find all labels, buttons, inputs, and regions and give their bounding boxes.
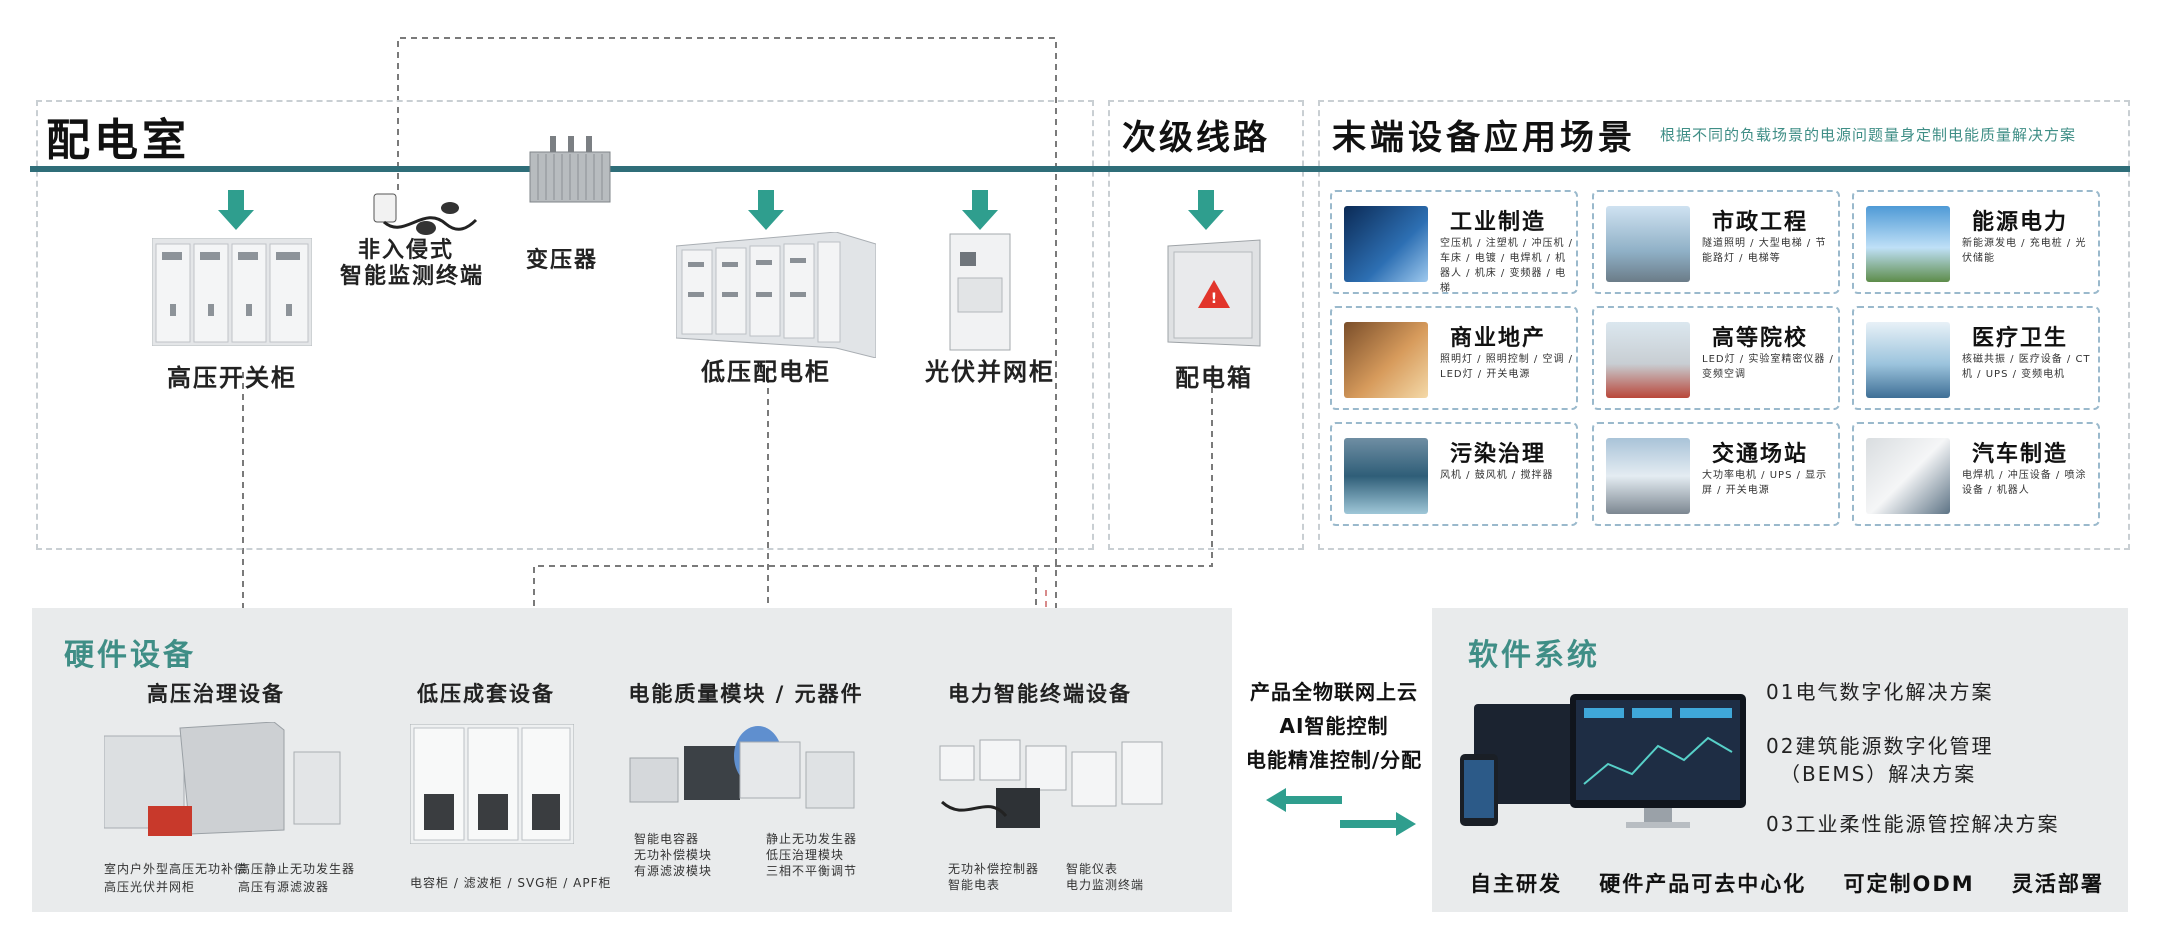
lv-cabinet-image xyxy=(676,232,876,358)
scene-card-energy: 能源电力 新能源发电 / 充电桩 / 光伏储能 xyxy=(1852,190,2100,294)
scene-title: 交通场站 xyxy=(1712,442,1809,467)
scene-thumb xyxy=(1344,438,1428,514)
line-dist-box xyxy=(533,376,1213,620)
secondary-line-title: 次级线路 xyxy=(1122,118,1270,158)
scene-desc: 空压机 / 注塑机 / 冲压机 / 车床 / 电镀 / 电焊机 / 机器人 / … xyxy=(1440,238,1574,294)
hardware-note: 智能电表 xyxy=(948,878,1001,892)
hardware-note: 室内户外型高压无功补偿 xyxy=(104,862,248,876)
down-arrow-icon xyxy=(748,190,784,230)
hv-equipment-image xyxy=(104,722,341,836)
scene-title: 能源电力 xyxy=(1972,210,2069,235)
software-title: 软件系统 xyxy=(1468,638,1600,673)
hardware-note: 静止无功发生器 xyxy=(766,832,858,846)
scene-title: 高等院校 xyxy=(1712,326,1809,351)
scene-desc: 照明灯 / 照明控制 / 空调 / LED灯 / 开关电源 xyxy=(1440,354,1574,380)
monitor-terminal-label-1: 非入侵式 xyxy=(357,238,455,263)
scene-card-pollution: 污染治理 风机 / 鼓风机 / 搅拌器 xyxy=(1330,422,1578,526)
scene-thumb xyxy=(1866,322,1950,398)
monitor-terminal-label-2: 智能监测终端 xyxy=(339,264,485,289)
software-item: 02建筑能源数字化管理 xyxy=(1766,734,1994,758)
down-arrow-icon xyxy=(218,190,254,230)
distribution-room-frame xyxy=(36,100,1094,550)
svg-text:!: ! xyxy=(1211,291,1217,307)
scene-desc: 隧道照明 / 大型电梯 / 节能路灯 / 电梯等 xyxy=(1702,238,1827,264)
main-bus-line xyxy=(30,166,2130,172)
pv-cabinet-image xyxy=(949,233,1011,351)
secondary-line-frame xyxy=(1108,100,1304,550)
scene-thumb xyxy=(1606,206,1690,282)
software-item: 03工业柔性能源管控解决方案 xyxy=(1766,812,2060,836)
dist-box-label: 配电箱 xyxy=(1175,364,1253,392)
hardware-group-title: 低压成套设备 xyxy=(417,682,555,706)
hardware-note: 高压光伏并网柜 xyxy=(104,880,196,894)
hardware-note: 无功补偿模块 xyxy=(634,848,713,862)
hardware-note: 高压有源滤波器 xyxy=(238,880,330,894)
end-scenes-title: 末端设备应用场景 xyxy=(1332,118,1636,158)
scene-desc: LED灯 / 实验室精密仪器 / 变频空调 xyxy=(1702,354,1834,380)
scene-desc: 电焊机 / 冲压设备 / 喷涂设备 / 机器人 xyxy=(1962,470,2087,496)
scene-card-automotive: 汽车制造 电焊机 / 冲压设备 / 喷涂设备 / 机器人 xyxy=(1852,422,2100,526)
scene-thumb xyxy=(1606,322,1690,398)
transformer-label: 变压器 xyxy=(525,248,599,273)
hardware-note: 高压静止无功发生器 xyxy=(238,862,356,876)
software-item: 01电气数字化解决方案 xyxy=(1766,680,1994,704)
monitor-terminal-image xyxy=(373,193,478,235)
software-footer: 自主研发 硬件产品可去中心化 可定制ODM 灵活部署 xyxy=(1470,872,2104,896)
hv-switch-cabinet-image xyxy=(152,238,312,346)
hardware-note: 有源滤波模块 xyxy=(634,864,713,878)
scene-card-university: 高等院校 LED灯 / 实验室精密仪器 / 变频空调 xyxy=(1592,306,1840,410)
scene-desc: 大功率电机 / UPS / 显示屏 / 开关电源 xyxy=(1702,470,1828,496)
hv-switch-label: 高压开关柜 xyxy=(167,364,297,392)
scene-desc: 核磁共振 / 医疗设备 / CT机 / UPS / 变频电机 xyxy=(1962,354,2091,380)
software-item: （BEMS）解决方案 xyxy=(1780,762,1977,786)
transformer-image xyxy=(529,136,611,203)
scene-card-medical: 医疗卫生 核磁共振 / 医疗设备 / CT机 / UPS / 变频电机 xyxy=(1852,306,2100,410)
module-equipment-image xyxy=(629,726,855,809)
scene-thumb xyxy=(1866,438,1950,514)
hardware-note: 三相不平衡调节 xyxy=(766,864,858,878)
line-monitor-terminal xyxy=(397,37,1057,650)
middle-line-1: 产品全物联网上云 xyxy=(1250,680,1418,704)
exchange-arrows-icon xyxy=(1266,788,1416,836)
scene-title: 市政工程 xyxy=(1712,210,1809,235)
scene-title: 污染治理 xyxy=(1450,442,1547,467)
middle-line-2: AI智能控制 xyxy=(1279,714,1389,738)
hardware-note: 智能电容器 xyxy=(634,832,700,846)
scene-title: 汽车制造 xyxy=(1972,442,2069,467)
scene-title: 医疗卫生 xyxy=(1972,326,2069,351)
scene-thumb xyxy=(1866,206,1950,282)
software-screens-image xyxy=(1460,694,1746,828)
hardware-note: 低压治理模块 xyxy=(766,848,845,862)
dist-box-image: ! xyxy=(1167,239,1261,347)
hardware-group-title: 电力智能终端设备 xyxy=(948,682,1132,706)
end-scenes-frame xyxy=(1318,100,2130,550)
hardware-group-title: 电能质量模块 / 元器件 xyxy=(628,682,864,706)
scene-card-transport: 交通场站 大功率电机 / UPS / 显示屏 / 开关电源 xyxy=(1592,422,1840,526)
scene-desc: 风机 / 鼓风机 / 搅拌器 xyxy=(1440,470,1554,481)
hardware-note: 无功补偿控制器 xyxy=(948,862,1040,876)
terminal-equipment-image xyxy=(939,739,1163,828)
scene-thumb xyxy=(1344,322,1428,398)
end-scenes-subtitle: 根据不同的负载场景的电源问题量身定制电能质量解决方案 xyxy=(1660,126,2077,144)
middle-line-3: 电能精准控制/分配 xyxy=(1245,748,1423,772)
lv-equipment-image xyxy=(410,724,574,844)
hardware-note: 电力监测终端 xyxy=(1066,878,1145,892)
scene-title: 商业地产 xyxy=(1450,326,1547,351)
hardware-group-title: 高压治理设备 xyxy=(147,682,285,706)
scene-desc: 新能源发电 / 充电桩 / 光伏储能 xyxy=(1962,238,2087,264)
down-arrow-icon xyxy=(962,190,998,230)
lv-cabinet-label: 低压配电柜 xyxy=(701,358,831,386)
scene-thumb xyxy=(1344,206,1428,282)
pv-cabinet-label: 光伏并网柜 xyxy=(925,358,1055,386)
hardware-note: 电容柜 / 滤波柜 / SVG柜 / APF柜 xyxy=(410,876,612,890)
hardware-note: 智能仪表 xyxy=(1066,862,1119,876)
down-arrow-icon xyxy=(1188,190,1224,230)
scene-title: 工业制造 xyxy=(1450,210,1547,235)
hardware-title: 硬件设备 xyxy=(64,638,196,673)
scene-card-commercial: 商业地产 照明灯 / 照明控制 / 空调 / LED灯 / 开关电源 xyxy=(1330,306,1578,410)
distribution-room-title: 配电室 xyxy=(46,115,190,166)
scene-thumb xyxy=(1606,438,1690,514)
scene-card-municipal: 市政工程 隧道照明 / 大型电梯 / 节能路灯 / 电梯等 xyxy=(1592,190,1840,294)
scene-card-industrial: 工业制造 空压机 / 注塑机 / 冲压机 / 车床 / 电镀 / 电焊机 / 机… xyxy=(1330,190,1578,294)
